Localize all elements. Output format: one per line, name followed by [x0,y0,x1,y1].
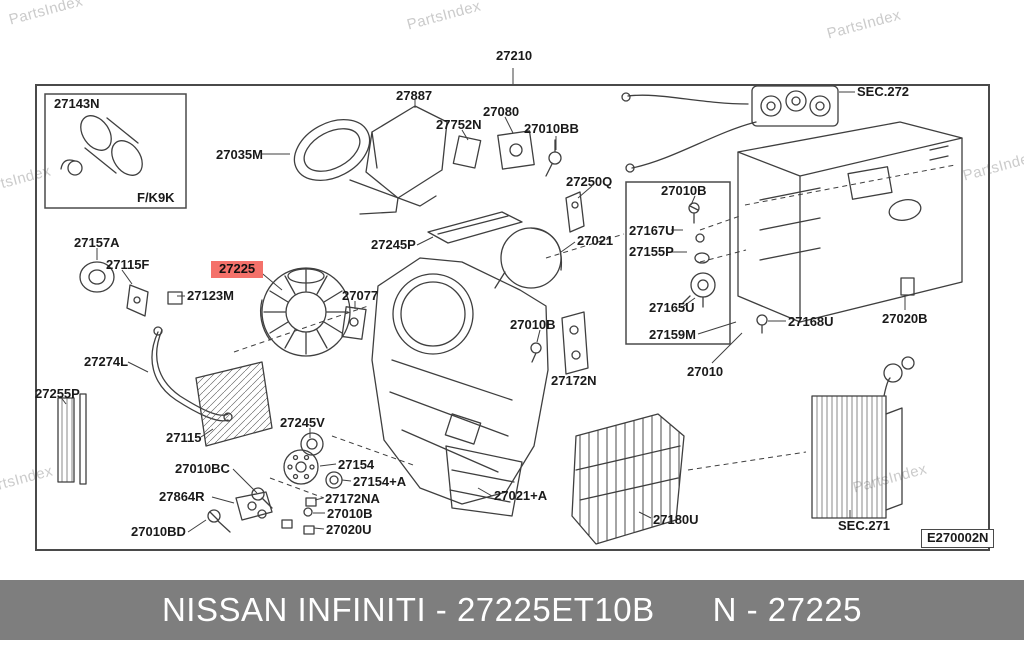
part-label-27010[interactable]: 27010 [687,364,724,379]
diagram-code-e270002n: E270002N [921,529,995,548]
part-label-27010bc[interactable]: 27010BC [175,461,230,476]
part-label-27010bb[interactable]: 27010BB [524,121,579,136]
part-label-f-k9k[interactable]: F/K9K [137,190,175,205]
part-label-27167u[interactable]: 27167U [629,223,675,238]
part-label-27168u[interactable]: 27168U [788,314,834,329]
part-label-27172n[interactable]: 27172N [551,373,597,388]
part-label-27010b[interactable]: 27010B [661,183,707,198]
part-label-27864r[interactable]: 27864R [159,489,205,504]
part-label-27080[interactable]: 27080 [483,104,520,119]
part-label-27157a[interactable]: 27157A [74,235,120,250]
part-label-27250q[interactable]: 27250Q [566,174,613,189]
part-label-27010b[interactable]: 27010B [510,317,556,332]
footer-part-number: N - 27225 [712,591,863,628]
part-label-27155p[interactable]: 27155P [629,244,674,259]
part-label-27159m[interactable]: 27159M [649,327,696,342]
part-label-27245v[interactable]: 27245V [280,415,325,430]
footer-part-id: NISSAN INFINITI - 27225ET10B [161,591,655,628]
part-label-27143n[interactable]: 27143N [54,96,100,111]
part-label-27010bd[interactable]: 27010BD [131,524,186,539]
part-label-27154-a[interactable]: 27154+A [353,474,407,489]
part-label-27245p[interactable]: 27245P [371,237,416,252]
part-label-27010b[interactable]: 27010B [327,506,373,521]
part-label-27274l[interactable]: 27274L [84,354,129,369]
footer-bar: NISSAN INFINITI - 27225ET10B N - 27225 [0,580,1024,640]
part-label-27123m[interactable]: 27123M [187,288,234,303]
part-label-27020b[interactable]: 27020B [882,311,928,326]
part-label-27154[interactable]: 27154 [338,457,375,472]
part-label-27752n[interactable]: 27752N [436,117,482,132]
part-label-27172na[interactable]: 27172NA [325,491,380,506]
part-label-27021-a[interactable]: 27021+A [494,488,548,503]
part-label-27255p[interactable]: 27255P [35,386,80,401]
part-label-27020u[interactable]: 27020U [326,522,372,537]
part-label-sec-271[interactable]: SEC.271 [838,518,891,533]
part-label-27077[interactable]: 27077 [342,288,379,303]
part-label-27165u[interactable]: 27165U [649,300,695,315]
part-label-27225[interactable]: 27225 [211,261,264,278]
part-label-27035m[interactable]: 27035M [216,147,263,162]
part-label-27180u[interactable]: 27180U [653,512,699,527]
part-label-27115f[interactable]: 27115F [106,257,150,272]
part-label-27887[interactable]: 27887 [396,88,433,103]
part-label-27210[interactable]: 27210 [496,48,533,63]
part-label-27115[interactable]: 27115 [166,430,202,445]
part-label-sec-272[interactable]: SEC.272 [857,84,910,99]
part-label-27021[interactable]: 27021 [577,233,614,248]
